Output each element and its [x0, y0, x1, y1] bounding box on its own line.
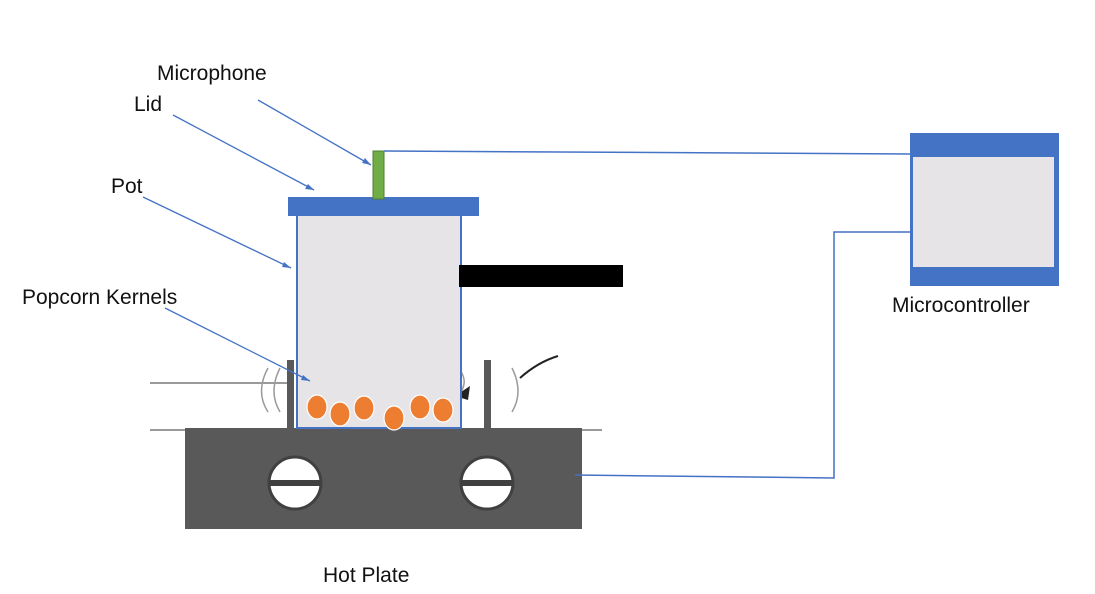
lid-label: Lid: [134, 93, 162, 116]
kernels-pointer: [164, 307, 311, 382]
hot-plate: [185, 360, 582, 529]
label-pointers: [142, 99, 372, 382]
pot-pointer: [142, 196, 292, 269]
kernel: [329, 401, 351, 427]
microphone-wire: [383, 150, 911, 155]
hot-plate-left-post: [287, 360, 294, 432]
kernel: [353, 395, 375, 421]
microphone-label: Microphone: [157, 62, 267, 85]
hot-plate-right-post: [484, 360, 491, 432]
microcontroller: [910, 133, 1059, 286]
pot-handle: [459, 265, 623, 287]
microphone: [372, 150, 385, 200]
kernel: [306, 394, 328, 420]
hot-plate-wire: [574, 231, 910, 479]
pot-label: Pot: [111, 175, 143, 198]
lid: [288, 197, 479, 216]
pot: [296, 213, 462, 429]
lid-pointer: [172, 114, 315, 191]
kernel: [383, 405, 405, 431]
left-knob-icon: [267, 455, 323, 511]
microcontroller-label: Microcontroller: [892, 294, 1030, 317]
wiring: [383, 150, 911, 479]
kernel: [432, 397, 454, 423]
popcorn-kernels-label: Popcorn Kernels: [22, 286, 177, 309]
popcorn-kernels: [306, 394, 454, 431]
right-knob-icon: [459, 455, 515, 511]
microphone-pointer: [257, 99, 372, 166]
kernel: [409, 394, 431, 420]
hot-plate-body: [185, 428, 582, 529]
pointer-arrowheads: [282, 158, 371, 381]
hot-plate-label: Hot Plate: [323, 564, 409, 587]
